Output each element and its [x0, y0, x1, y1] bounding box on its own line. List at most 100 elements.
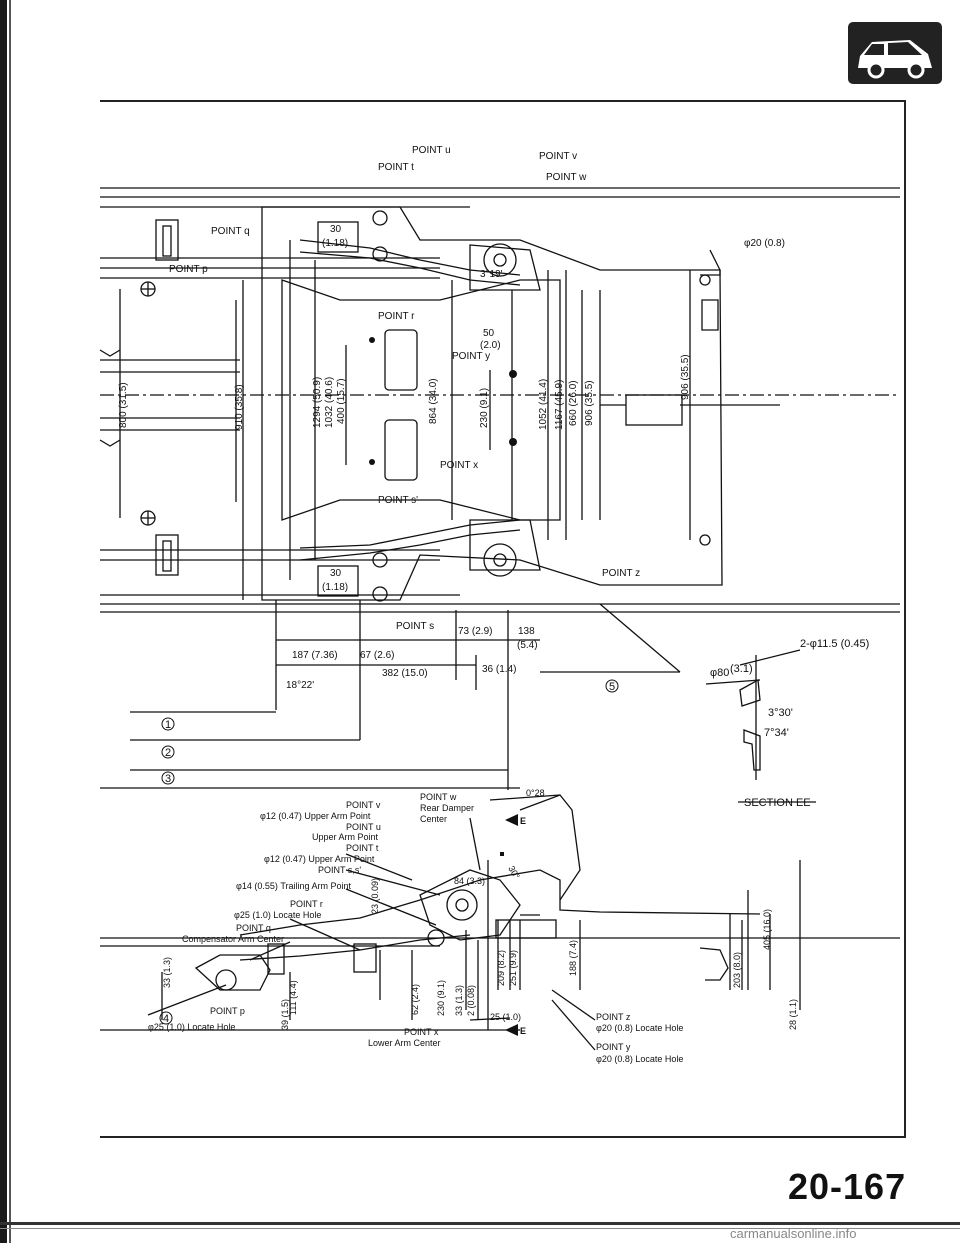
dim-side: 203 (8.0): [732, 952, 742, 988]
label-locate-r: φ25 (1.0) Locate Hole: [234, 910, 321, 920]
circle-number-5: 5: [609, 681, 615, 693]
label-e-marker-bottom: E: [520, 1026, 526, 1036]
label-section-ee: SECTION EE: [744, 797, 811, 809]
dim-side: 251 (9.9): [508, 950, 518, 986]
label-side-point-w: POINT w: [420, 792, 457, 802]
dim-vertical: 1294 (50.9): [312, 377, 323, 428]
label-box-30-top: 30: [330, 224, 342, 235]
label-upper-arm-point: Upper Arm Point: [312, 832, 379, 842]
label-phi80: φ80: [710, 667, 729, 679]
label-side-angle: 0°28: [526, 788, 545, 798]
label-point-q: POINT q: [211, 226, 250, 237]
label-dim-67: 67 (2.6): [360, 650, 394, 661]
dim-side: 33 (1.3): [162, 957, 172, 988]
label-dim-138-in: (5.4): [517, 640, 538, 651]
label-phi80-in: (3.1): [730, 663, 753, 675]
page-edge-bar: [0, 0, 7, 1243]
footer-stripe: [0, 1222, 960, 1225]
label-side-point-r: POINT r: [290, 899, 323, 909]
label-e-marker-top: E: [520, 816, 526, 826]
circle-number-4: 4: [163, 1013, 169, 1025]
label-side-point-z: POINT z: [596, 1012, 631, 1022]
dim-side: 39 (1.5): [280, 999, 290, 1030]
label-rear-damper: Rear Damper: [420, 803, 474, 813]
dim-side: 62 (2.4): [410, 984, 420, 1015]
label-point-u: POINT u: [412, 145, 451, 156]
circle-number-3: 3: [165, 773, 171, 785]
dim-vertical: 800 (31.5): [118, 382, 129, 428]
label-locate-p: φ25 (1.0) Locate Hole: [148, 1022, 235, 1032]
label-side-point-y: POINT y: [596, 1042, 631, 1052]
label-point-w: POINT w: [546, 172, 587, 183]
label-dim-50: 50: [483, 328, 495, 339]
label-angle-top: 3°19': [480, 269, 503, 280]
dim-vertical: 230 (9.1): [479, 388, 490, 428]
label-box-30-top-in: (1.18): [322, 238, 348, 249]
page-number: 20-167: [788, 1166, 907, 1207]
label-point-p: POINT p: [169, 264, 208, 275]
frame-top-line: [100, 100, 906, 102]
dim-vertical: 910 (35.8): [234, 384, 245, 430]
label-dim-138: 138: [518, 626, 535, 637]
dim-side: 405 (16.0): [762, 909, 772, 950]
label-dim-84: 84 (3.3): [454, 876, 485, 886]
label-angle-30: 30°: [506, 864, 522, 881]
dim-vertical: 1167 (45.9): [554, 380, 565, 430]
label-side-point-x: POINT x: [404, 1027, 439, 1037]
label-point-v: POINT v: [539, 151, 577, 162]
dim-side: 28 (1.1): [788, 999, 798, 1030]
footer-stripe-thin: [0, 1228, 960, 1229]
dim-vertical: 906 (35.5): [584, 380, 595, 426]
label-phi20: φ20 (0.8): [744, 238, 785, 249]
circle-number-2: 2: [165, 747, 171, 759]
label-point-r: POINT r: [378, 311, 415, 322]
dim-side: 2 (0.08): [466, 985, 476, 1016]
label-upper-arm-t: φ12 (0.47) Upper Arm Point: [264, 854, 375, 864]
label-angle-bottom: 18°22': [286, 680, 314, 691]
label-comp-arm: Compensator Arm Center: [182, 934, 284, 944]
car-body-icon: [848, 22, 942, 84]
label-dim-382: 382 (15.0): [382, 668, 428, 679]
page-edge-line: [9, 0, 11, 1243]
dim-side: 23 (0.09): [370, 878, 380, 914]
label-section-hole: 2-φ11.5 (0.45): [800, 638, 869, 650]
label-point-s: POINT s: [396, 621, 434, 632]
dim-vertical: 400 (15.7): [336, 378, 347, 424]
frame-bottom-line: [100, 1136, 906, 1138]
label-dim-25: 25 (1.0): [490, 1012, 521, 1022]
label-trailing-arm: φ14 (0.55) Trailing Arm Point: [236, 881, 352, 891]
dim-vertical: 1032 (40.6): [324, 377, 335, 428]
label-side-point-u: POINT u: [346, 822, 381, 832]
watermark: carmanualsonline.info: [730, 1226, 857, 1241]
dim-side: 230 (9.1): [436, 980, 446, 1016]
label-dim-50-in: (2.0): [480, 340, 501, 351]
dim-side: 209 (8.2): [496, 950, 506, 986]
label-lower-arm: Lower Arm Center: [368, 1038, 441, 1048]
label-side-point-v: POINT v: [346, 800, 381, 810]
label-point-x: POINT x: [440, 460, 478, 471]
label-locate-z: φ20 (0.8) Locate Hole: [596, 1023, 683, 1033]
label-point-s-prime: POINT s': [378, 495, 418, 506]
label-side-point-p: POINT p: [210, 1006, 245, 1016]
label-upper-arm-v: φ12 (0.47) Upper Arm Point: [260, 811, 371, 821]
label-box-30-bot-in: (1.18): [322, 582, 348, 593]
label-locate-y: φ20 (0.8) Locate Hole: [596, 1054, 683, 1064]
label-center: Center: [420, 814, 447, 824]
frame-right-line: [904, 100, 906, 1138]
label-side-point-t: POINT t: [346, 843, 379, 853]
dim-side: 188 (7.4): [568, 940, 578, 976]
label-angle-330: 3°30': [768, 707, 793, 719]
label-point-y: POINT y: [452, 351, 490, 362]
label-dim-36: 36 (1.4): [482, 664, 516, 675]
label-side-point-q: POINT q: [236, 923, 271, 933]
label-point-t: POINT t: [378, 162, 414, 173]
label-box-30-bot: 30: [330, 568, 342, 579]
dim-side: 111 (4.4): [288, 980, 298, 1015]
dim-vertical: 660 (26.0): [568, 380, 579, 426]
dim-vertical: 906 (35.5): [680, 354, 691, 400]
dim-side: 33 (1.3): [454, 985, 464, 1016]
dim-vertical: 1052 (41.4): [538, 379, 549, 430]
dim-vertical: 864 (34.0): [428, 378, 439, 424]
label-side-point-s: POINT s,s': [318, 865, 361, 875]
label-dim-73: 73 (2.9): [458, 626, 492, 637]
